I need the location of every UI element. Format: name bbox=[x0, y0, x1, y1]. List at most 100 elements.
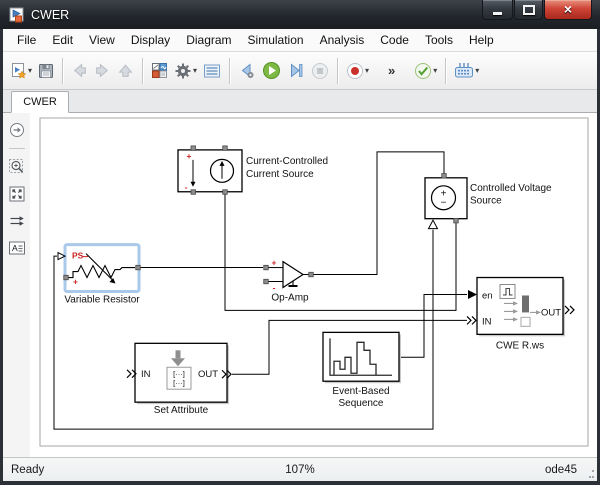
cwer-entity-arrows bbox=[504, 301, 518, 322]
step-back-button[interactable] bbox=[235, 58, 259, 84]
status-ready: Ready bbox=[11, 463, 45, 476]
model-canvas[interactable]: + - Current-Controlled Current Source bbox=[30, 113, 597, 457]
cccs-port[interactable] bbox=[190, 189, 196, 195]
menu-tools[interactable]: Tools bbox=[424, 33, 453, 47]
cccs-source-arrowhead-icon bbox=[219, 160, 225, 166]
title-bar[interactable]: CWER × bbox=[0, 0, 600, 29]
wire-opamp-to-cvs[interactable] bbox=[313, 151, 445, 276]
hide-explorer-bar-button[interactable] bbox=[8, 121, 26, 139]
cccs-port[interactable] bbox=[222, 189, 228, 195]
window-title: CWER bbox=[31, 7, 70, 22]
opamp-plus-sign: + bbox=[272, 258, 277, 268]
wire-vr-to-cvs[interactable] bbox=[53, 229, 434, 430]
sample-time-arrows-button[interactable] bbox=[8, 212, 26, 230]
forward-button bbox=[91, 58, 114, 84]
resize-grip-icon[interactable] bbox=[586, 470, 594, 478]
cwer-out-label: OUT bbox=[541, 307, 561, 318]
cccs-port[interactable] bbox=[190, 145, 196, 151]
new-model-button[interactable]: ▾ bbox=[7, 58, 35, 84]
step-forward-button[interactable] bbox=[284, 58, 308, 84]
new-model-icon bbox=[12, 63, 27, 79]
cccs-port[interactable] bbox=[222, 145, 228, 151]
opamp-label: Op-Amp bbox=[271, 292, 309, 303]
menu-analysis[interactable]: Analysis bbox=[319, 33, 365, 47]
menu-view[interactable]: View bbox=[89, 33, 115, 47]
setattr-arrow-shaft bbox=[175, 350, 181, 359]
wire-setattr-to-cwer[interactable] bbox=[232, 319, 467, 375]
run-button[interactable] bbox=[259, 58, 284, 84]
setattr-body[interactable] bbox=[134, 342, 228, 403]
block-controlled-voltage-source[interactable]: + − Controlled Voltage Source bbox=[424, 173, 552, 230]
block-event-based-sequence[interactable]: Event-Based Sequence bbox=[322, 331, 401, 409]
tab-cwer[interactable]: CWER bbox=[11, 91, 69, 113]
setattr-attr-box bbox=[166, 366, 192, 390]
cwer-en-label: en bbox=[482, 290, 493, 301]
solver-name[interactable]: ode45 bbox=[545, 463, 577, 476]
sdi-record-button[interactable]: ▾ bbox=[343, 58, 372, 84]
menu-edit[interactable]: Edit bbox=[52, 33, 74, 47]
check-icon bbox=[415, 62, 432, 79]
cwer-label: CWE R.ws bbox=[496, 340, 544, 351]
menu-file[interactable]: File bbox=[17, 33, 37, 47]
block-set-attribute[interactable]: IN [···] [···] OUT Set Attribute bbox=[126, 342, 232, 416]
keyboard-panel-button[interactable]: ▾ bbox=[451, 58, 482, 84]
annotation-legend-button[interactable]: A bbox=[8, 239, 26, 257]
ebs-stair-plot bbox=[333, 341, 377, 376]
toolstrip-separator bbox=[8, 148, 25, 149]
setattr-down-arrow-icon bbox=[171, 358, 185, 367]
menu-help[interactable]: Help bbox=[468, 33, 494, 47]
block-current-controlled-current-source[interactable]: + - Current-Controlled Current Source bbox=[177, 145, 328, 195]
zoom-region-button[interactable] bbox=[8, 158, 26, 176]
cwer-output-chevron-icon[interactable] bbox=[564, 305, 575, 315]
block-op-amp[interactable]: + - Op-Amp bbox=[263, 258, 314, 304]
fit-to-view-button[interactable] bbox=[8, 185, 26, 203]
cvs-port[interactable] bbox=[453, 218, 459, 224]
palette-toolstrip: A bbox=[3, 113, 30, 457]
back-arrow-icon bbox=[73, 63, 86, 78]
cvs-port[interactable] bbox=[441, 173, 447, 179]
forward-arrow-icon bbox=[96, 63, 109, 78]
opamp-port[interactable] bbox=[308, 271, 314, 278]
block-cwer-ws[interactable]: en IN OUT bbox=[466, 276, 575, 352]
vr-port[interactable] bbox=[135, 264, 141, 271]
library-browser-button[interactable] bbox=[148, 58, 171, 84]
model-explorer-button[interactable] bbox=[200, 58, 224, 84]
setattr-in-chevron-icon[interactable] bbox=[126, 369, 137, 379]
menu-simulation[interactable]: Simulation bbox=[247, 33, 304, 47]
diagram-svg[interactable]: + - Current-Controlled Current Source bbox=[30, 113, 597, 457]
vr-ps-input-arrow-icon[interactable] bbox=[57, 251, 67, 261]
setattr-out-chevron-icon[interactable] bbox=[221, 369, 232, 379]
maximize-button[interactable] bbox=[514, 0, 543, 20]
tab-strip: CWER bbox=[3, 90, 597, 113]
menu-bar: File Edit View Display Diagram Simulatio… bbox=[3, 29, 597, 52]
cwer-en-arrow-icon[interactable] bbox=[468, 289, 477, 299]
save-button[interactable] bbox=[35, 58, 57, 84]
menu-display[interactable]: Display bbox=[130, 33, 171, 47]
opamp-port[interactable] bbox=[263, 264, 269, 271]
vr-plus-sign: + bbox=[73, 277, 78, 287]
wire-ebs-to-cwer-en[interactable] bbox=[399, 293, 467, 358]
setattr-attr-row: [···] bbox=[173, 379, 185, 388]
cwer-body[interactable] bbox=[476, 276, 564, 336]
ebs-axes bbox=[329, 338, 392, 376]
opamp-port[interactable] bbox=[263, 278, 269, 285]
model-settings-button[interactable]: ▾ bbox=[171, 58, 200, 84]
library-browser-icon bbox=[152, 63, 168, 78]
minimize-button[interactable] bbox=[482, 0, 513, 20]
vr-ps-label: PS bbox=[72, 251, 84, 261]
cwer-in-chevron-icon[interactable] bbox=[466, 315, 477, 325]
record-icon bbox=[347, 62, 364, 79]
toolbar-overflow-chevron[interactable]: » bbox=[388, 63, 396, 78]
stop-icon bbox=[312, 62, 329, 79]
model-advisor-button[interactable]: ▾ bbox=[411, 58, 440, 84]
vr-arrowhead-icon bbox=[109, 278, 116, 284]
wire-cccs-to-cvs[interactable] bbox=[224, 193, 457, 311]
menu-code[interactable]: Code bbox=[380, 33, 409, 47]
close-button[interactable]: × bbox=[544, 0, 592, 20]
ebs-body[interactable] bbox=[322, 331, 400, 382]
cccs-arrowhead-icon bbox=[190, 181, 196, 187]
cvs-signal-input-arrow-icon[interactable] bbox=[427, 219, 439, 230]
block-variable-resistor[interactable]: PS + Variable Resistor bbox=[57, 243, 141, 306]
menu-diagram[interactable]: Diagram bbox=[186, 33, 232, 47]
vr-port[interactable] bbox=[63, 274, 69, 281]
